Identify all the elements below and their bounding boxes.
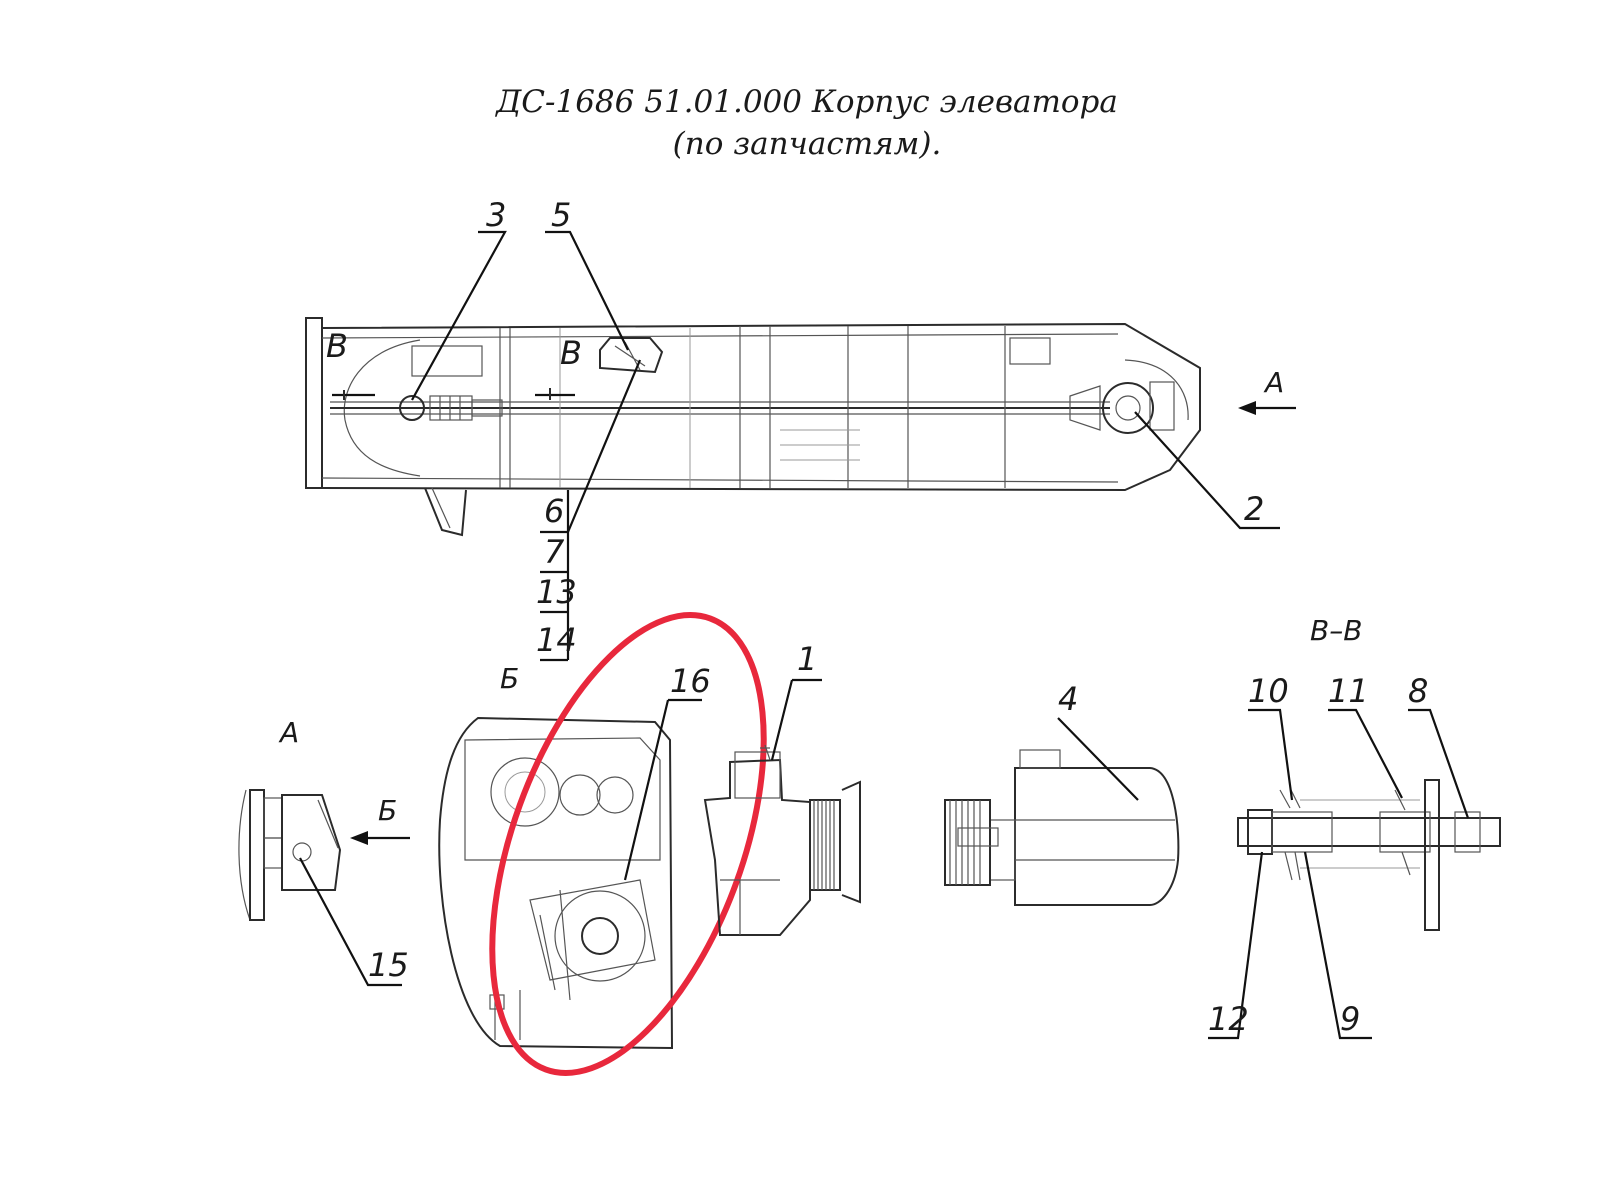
drawing-subtitle: (по запчастям).	[672, 126, 942, 162]
view-a-detail: А Б	[238, 716, 410, 921]
svg-text:16: 16	[670, 662, 711, 700]
section-marker-right: В	[535, 334, 582, 400]
svg-text:Б: Б	[378, 794, 397, 827]
svg-text:14: 14	[536, 621, 577, 659]
callout-3: 3	[411, 196, 507, 401]
svg-text:7: 7	[544, 533, 565, 571]
svg-text:1: 1	[797, 640, 817, 678]
gearbox-detail	[703, 744, 861, 936]
callout-5: 5	[545, 196, 629, 351]
callout-12: 12	[1208, 851, 1264, 1040]
callout-9: 9	[1303, 851, 1372, 1040]
view-arrow-a: А	[1238, 366, 1296, 415]
svg-text:12: 12	[1208, 1000, 1249, 1038]
svg-text:11: 11	[1328, 672, 1369, 710]
svg-text:Б: Б	[500, 662, 519, 695]
svg-text:5: 5	[551, 196, 571, 234]
svg-text:В: В	[326, 327, 348, 365]
callout-15: 15	[299, 857, 409, 987]
elevator-body-view	[305, 317, 1201, 537]
svg-text:В: В	[560, 334, 582, 372]
motor-detail	[944, 749, 1180, 906]
callout-1: 1	[770, 640, 822, 761]
svg-text:В–В: В–В	[1310, 614, 1362, 647]
svg-text:15: 15	[368, 946, 409, 984]
svg-text:2: 2	[1244, 490, 1264, 528]
view-b-detail: Б	[438, 662, 674, 1050]
callout-2: 2	[1134, 411, 1280, 530]
svg-text:6: 6	[544, 492, 564, 530]
svg-text:13: 13	[536, 573, 577, 611]
callout-stack: 6 7 13 14	[536, 359, 642, 662]
svg-text:А: А	[1263, 366, 1284, 399]
highlight-ellipse	[489, 612, 767, 1076]
callout-16: 16	[623, 662, 711, 881]
svg-text:А: А	[278, 716, 299, 749]
section-bb-detail: В–В	[1237, 614, 1501, 931]
svg-text:8: 8	[1408, 672, 1428, 710]
callout-10: 10	[1248, 672, 1294, 801]
svg-text:3: 3	[486, 196, 506, 234]
callout-4: 4	[1057, 680, 1139, 801]
svg-text:4: 4	[1058, 680, 1078, 718]
svg-text:9: 9	[1340, 1000, 1360, 1038]
svg-text:10: 10	[1248, 672, 1289, 710]
callout-11: 11	[1328, 672, 1403, 799]
section-marker-left: В	[326, 327, 375, 400]
callout-8: 8	[1408, 672, 1470, 819]
drawing-title: ДС-1686 51.01.000 Корпус элеватора	[496, 84, 1118, 120]
